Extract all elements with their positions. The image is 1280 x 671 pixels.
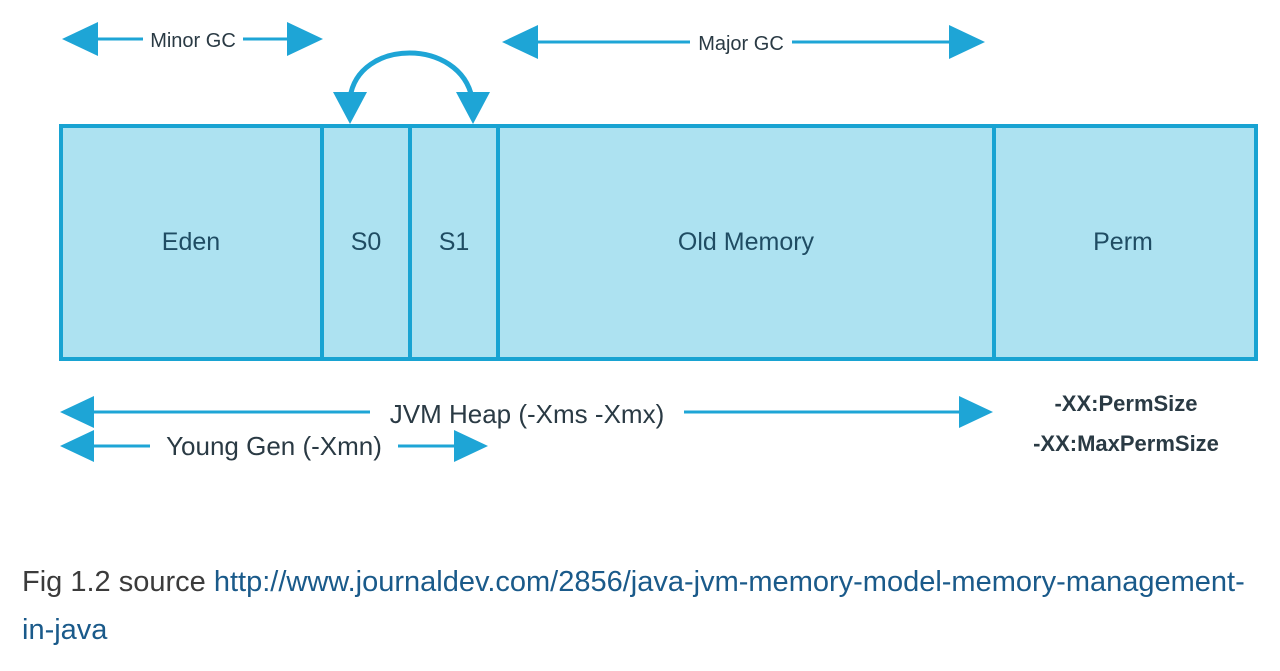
memory-bar: Eden S0 S1 Old Memory Perm (59, 124, 1258, 361)
max-perm-size-option: -XX:MaxPermSize (1033, 431, 1219, 456)
s0-label: S0 (351, 228, 382, 256)
caption-prefix: Fig 1.2 source (22, 566, 214, 598)
eden-label: Eden (162, 228, 220, 256)
s0-cell (320, 124, 412, 361)
s1-cell (408, 124, 500, 361)
major-gc-label: Major GC (698, 33, 784, 55)
s1-label: S1 (439, 228, 470, 256)
perm-size-option: -XX:PermSize (1054, 391, 1197, 416)
major-gc-arrow: Major GC (502, 25, 985, 59)
old-memory-cell (496, 124, 996, 361)
jvm-memory-diagram: Eden S0 S1 Old Memory Perm Minor GC Majo… (59, 22, 1258, 463)
young-gen-arrow: Young Gen (-Xmn) (60, 429, 488, 463)
minor-gc-arrow: Minor GC (62, 22, 323, 56)
jvm-heap-arrow: JVM Heap (-Xms -Xmx) (60, 395, 993, 429)
young-gen-label: Young Gen (-Xmn) (166, 431, 382, 461)
minor-gc-label: Minor GC (150, 30, 236, 52)
perm-cell (992, 124, 1258, 361)
perm-label: Perm (1093, 228, 1153, 256)
figure-caption: Fig 1.2 source http://www.journaldev.com… (22, 558, 1252, 654)
source-link[interactable]: http://www.journaldev.com/2856/java-jvm-… (22, 566, 1245, 646)
old-memory-label: Old Memory (678, 228, 815, 256)
survivor-swap-arrow (333, 50, 490, 124)
eden-cell (59, 124, 324, 361)
jvm-heap-label: JVM Heap (-Xms -Xmx) (390, 399, 664, 429)
